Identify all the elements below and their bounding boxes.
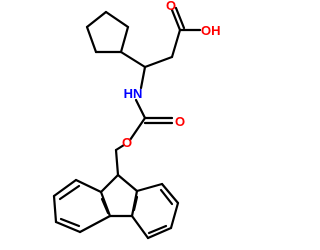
- bond: [159, 188, 174, 206]
- bond: [59, 217, 81, 228]
- bond: [119, 50, 147, 69]
- bond: [52, 194, 58, 224]
- bond: [74, 178, 103, 194]
- bond: [143, 55, 174, 69]
- bond: [170, 28, 182, 59]
- bond: [52, 178, 78, 198]
- hydroxyl-label: OH: [201, 23, 221, 38]
- bond: [146, 226, 173, 240]
- carbamate-oxygen-label: O: [175, 114, 185, 129]
- bond: [85, 10, 108, 29]
- bond: [132, 195, 139, 212]
- atom-labels: OH O HN O O: [122, 0, 221, 150]
- chemical-structure: OH O HN O O: [52, 0, 221, 240]
- bond: [104, 10, 130, 29]
- bond: [78, 214, 112, 234]
- ester-oxygen-label: O: [122, 135, 132, 150]
- bond: [169, 201, 180, 230]
- bond: [114, 143, 126, 152]
- bond: [134, 98, 147, 120]
- amine-label: HN: [124, 86, 143, 101]
- bond: [58, 184, 81, 201]
- bond: [99, 173, 120, 194]
- bond: [100, 197, 110, 215]
- bond: [147, 224, 168, 235]
- bond: [114, 148, 120, 177]
- carbamate: [114, 98, 174, 177]
- bond: [130, 214, 150, 240]
- backbone: [119, 6, 202, 90]
- bond: [54, 220, 82, 234]
- bond: [139, 65, 147, 90]
- bond: [116, 173, 139, 193]
- fluorenyl-group: [52, 173, 180, 240]
- bond: [85, 25, 98, 54]
- bond: [160, 182, 180, 205]
- bond: [174, 6, 186, 30]
- bond: [170, 8, 182, 32]
- bond: [119, 25, 130, 54]
- cyclopentyl-ring: [85, 10, 130, 54]
- carbonyl-oxygen-label: O: [166, 0, 176, 13]
- bond: [135, 182, 164, 193]
- bond: [128, 116, 147, 142]
